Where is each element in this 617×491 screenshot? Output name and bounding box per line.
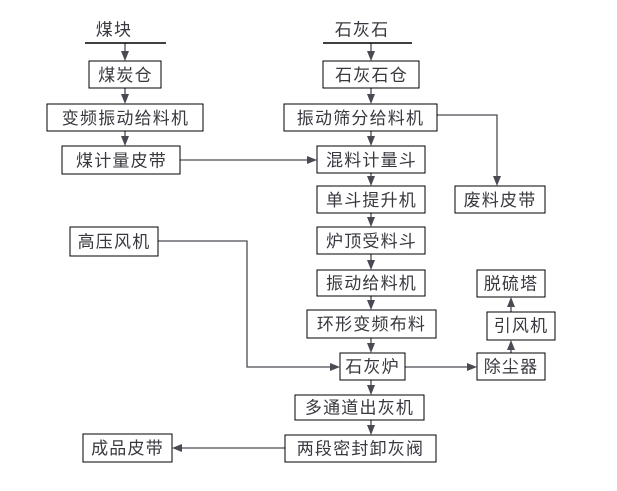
node-vibrating-screen-feeder-label: 振动筛分给料机	[297, 109, 424, 128]
node-product-belt[interactable]: 成品皮带	[82, 433, 173, 463]
node-vfd-vibrating-feeder-label: 变频振动给料机	[62, 109, 189, 128]
node-limestone-bin[interactable]: 石灰石仓	[322, 60, 420, 89]
node-lime-kiln[interactable]: 石灰炉	[339, 352, 406, 381]
heading-limestone-input: 石灰石	[335, 21, 390, 40]
edges-layer	[121, 43, 515, 452]
nodes-layer: 煤炭仓 变频振动给料机 煤计量皮带 石灰石仓 振动筛分给料机 废料	[46, 60, 556, 463]
node-induced-draft-fan-label: 引风机	[494, 317, 549, 336]
edge-coal-weighing-belt-to-mix-weighing-hopper	[180, 156, 317, 164]
node-dust-collector-label: 除尘器	[484, 358, 539, 377]
node-mix-weighing-hopper-label: 混料计量斗	[326, 151, 417, 170]
edge-lime-kiln-to-multi-channel-ash-discharger	[367, 380, 375, 395]
edge-induced-draft-fan-to-desulfurization-tower	[507, 297, 515, 312]
node-two-stage-sealed-ash-valve-label: 两段密封卸灰阀	[297, 440, 424, 459]
edge-furnace-top-hopper-to-vibrating-feeder	[367, 254, 375, 270]
edge-vibrating-screen-feeder-to-mix-weighing-hopper	[367, 131, 375, 146]
node-product-belt-label: 成品皮带	[91, 439, 164, 458]
heading-coal-input: 煤块	[96, 21, 132, 40]
node-vfd-vibrating-feeder[interactable]: 变频振动给料机	[46, 103, 204, 132]
node-two-stage-sealed-ash-valve[interactable]: 两段密封卸灰阀	[284, 434, 437, 463]
node-furnace-top-hopper[interactable]: 炉顶受料斗	[316, 226, 426, 255]
edge-vibrating-feeder-to-ring-vfd-distributor	[367, 296, 375, 310]
edge-lime-kiln-to-dust-collector	[405, 363, 477, 371]
node-vibrating-feeder-label: 振动给料机	[326, 274, 417, 293]
edge-ring-vfd-distributor-to-lime-kiln	[367, 338, 375, 353]
node-desulfurization-tower-label: 脱硫塔	[484, 275, 539, 294]
node-ring-vfd-distributor-label: 环形变频布料	[317, 315, 426, 334]
edge-limestone-input-to-limestone-bin	[367, 43, 375, 61]
node-desulfurization-tower[interactable]: 脱硫塔	[476, 269, 546, 298]
node-waste-belt[interactable]: 废料皮带	[454, 185, 546, 214]
edge-vibrating-screen-feeder-to-waste-belt	[437, 114, 501, 186]
edge-multi-channel-ash-discharger-to-two-stage-sealed-ash-valve	[367, 420, 375, 435]
node-coal-weighing-belt-label: 煤计量皮带	[76, 152, 167, 171]
edge-two-stage-sealed-ash-valve-to-product-belt	[172, 444, 285, 452]
edge-limestone-bin-to-vibrating-screen-feeder	[367, 88, 375, 104]
node-coal-bin[interactable]: 煤炭仓	[88, 60, 162, 89]
node-vibrating-feeder[interactable]: 振动给料机	[316, 269, 426, 297]
edge-single-bucket-elevator-to-furnace-top-hopper	[367, 213, 375, 227]
node-high-pressure-fan[interactable]: 高压风机	[69, 226, 159, 257]
node-limestone-bin-label: 石灰石仓	[335, 66, 408, 85]
node-high-pressure-fan-label: 高压风机	[78, 233, 151, 252]
node-mix-weighing-hopper[interactable]: 混料计量斗	[316, 145, 426, 174]
node-vibrating-screen-feeder[interactable]: 振动筛分给料机	[283, 103, 438, 132]
node-multi-channel-ash-discharger[interactable]: 多通道出灰机	[294, 394, 425, 421]
node-single-bucket-elevator[interactable]: 单斗提升机	[316, 185, 426, 214]
node-furnace-top-hopper-label: 炉顶受料斗	[326, 232, 417, 251]
edge-high-pressure-fan-to-lime-kiln	[158, 240, 340, 371]
edge-dust-collector-to-induced-draft-fan	[507, 340, 515, 353]
node-dust-collector[interactable]: 除尘器	[476, 352, 546, 381]
edge-coal-bin-to-vfd-vibrating-feeder	[121, 88, 129, 104]
node-waste-belt-label: 废料皮带	[464, 191, 537, 210]
node-coal-weighing-belt[interactable]: 煤计量皮带	[61, 145, 181, 175]
node-ring-vfd-distributor[interactable]: 环形变频布料	[306, 309, 437, 339]
edge-coal-input-to-coal-bin	[121, 43, 129, 61]
headings-layer: 煤块 石灰石	[85, 21, 412, 44]
edge-vfd-vibrating-feeder-to-coal-weighing-belt	[121, 131, 129, 146]
node-multi-channel-ash-discharger-label: 多通道出灰机	[305, 399, 414, 418]
edge-mix-weighing-hopper-to-single-bucket-elevator	[367, 173, 375, 186]
node-single-bucket-elevator-label: 单斗提升机	[326, 191, 417, 210]
node-induced-draft-fan[interactable]: 引风机	[486, 311, 556, 341]
node-lime-kiln-label: 石灰炉	[345, 358, 400, 377]
node-coal-bin-label: 煤炭仓	[98, 66, 153, 85]
